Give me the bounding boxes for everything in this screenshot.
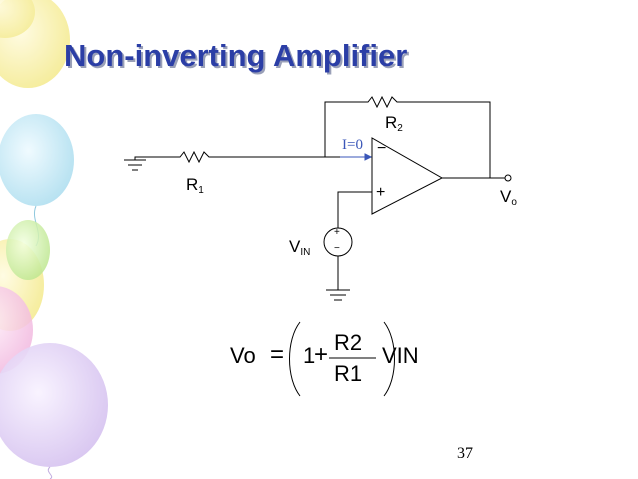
vin-label: VIN (289, 237, 311, 258)
opamp-minus-sign: − (377, 140, 387, 157)
current-arrow (340, 153, 373, 161)
equation-lhs: Vo (230, 343, 256, 368)
equation-brackets (289, 321, 395, 397)
balloon-lavender (0, 343, 108, 479)
equation-equals: = (270, 341, 285, 368)
source-minus-sign: − (334, 243, 340, 254)
equation-numerator: R2 (334, 330, 363, 355)
op-amp-triangle (371, 137, 444, 215)
r2-label: R2 (385, 113, 403, 134)
balloon-yellow-top (0, 0, 70, 88)
slide-title: Non-inverting Amplifier (64, 38, 408, 73)
equation-plus: + (314, 341, 329, 368)
balloon-green (6, 220, 50, 280)
resistor-r2 (324, 95, 491, 178)
equation-denominator: R1 (334, 361, 363, 386)
ground-symbol-bottom (326, 289, 350, 301)
opamp-plus-sign: + (376, 184, 386, 201)
equation-one: 1 (303, 343, 316, 368)
equation-rhs: VIN (382, 343, 419, 368)
r1-label: R1 (186, 175, 204, 196)
current-label: I=0 (342, 137, 363, 153)
page-number: 37 (457, 445, 473, 462)
non-inverting-input-wire (337, 191, 372, 228)
output-wire (442, 174, 512, 182)
vo-label: Vo (500, 187, 517, 208)
resistor-r1 (134, 150, 372, 164)
source-plus-sign: + (334, 227, 340, 238)
ground-symbol-left (124, 159, 146, 171)
voltage-source-vin (323, 227, 353, 290)
